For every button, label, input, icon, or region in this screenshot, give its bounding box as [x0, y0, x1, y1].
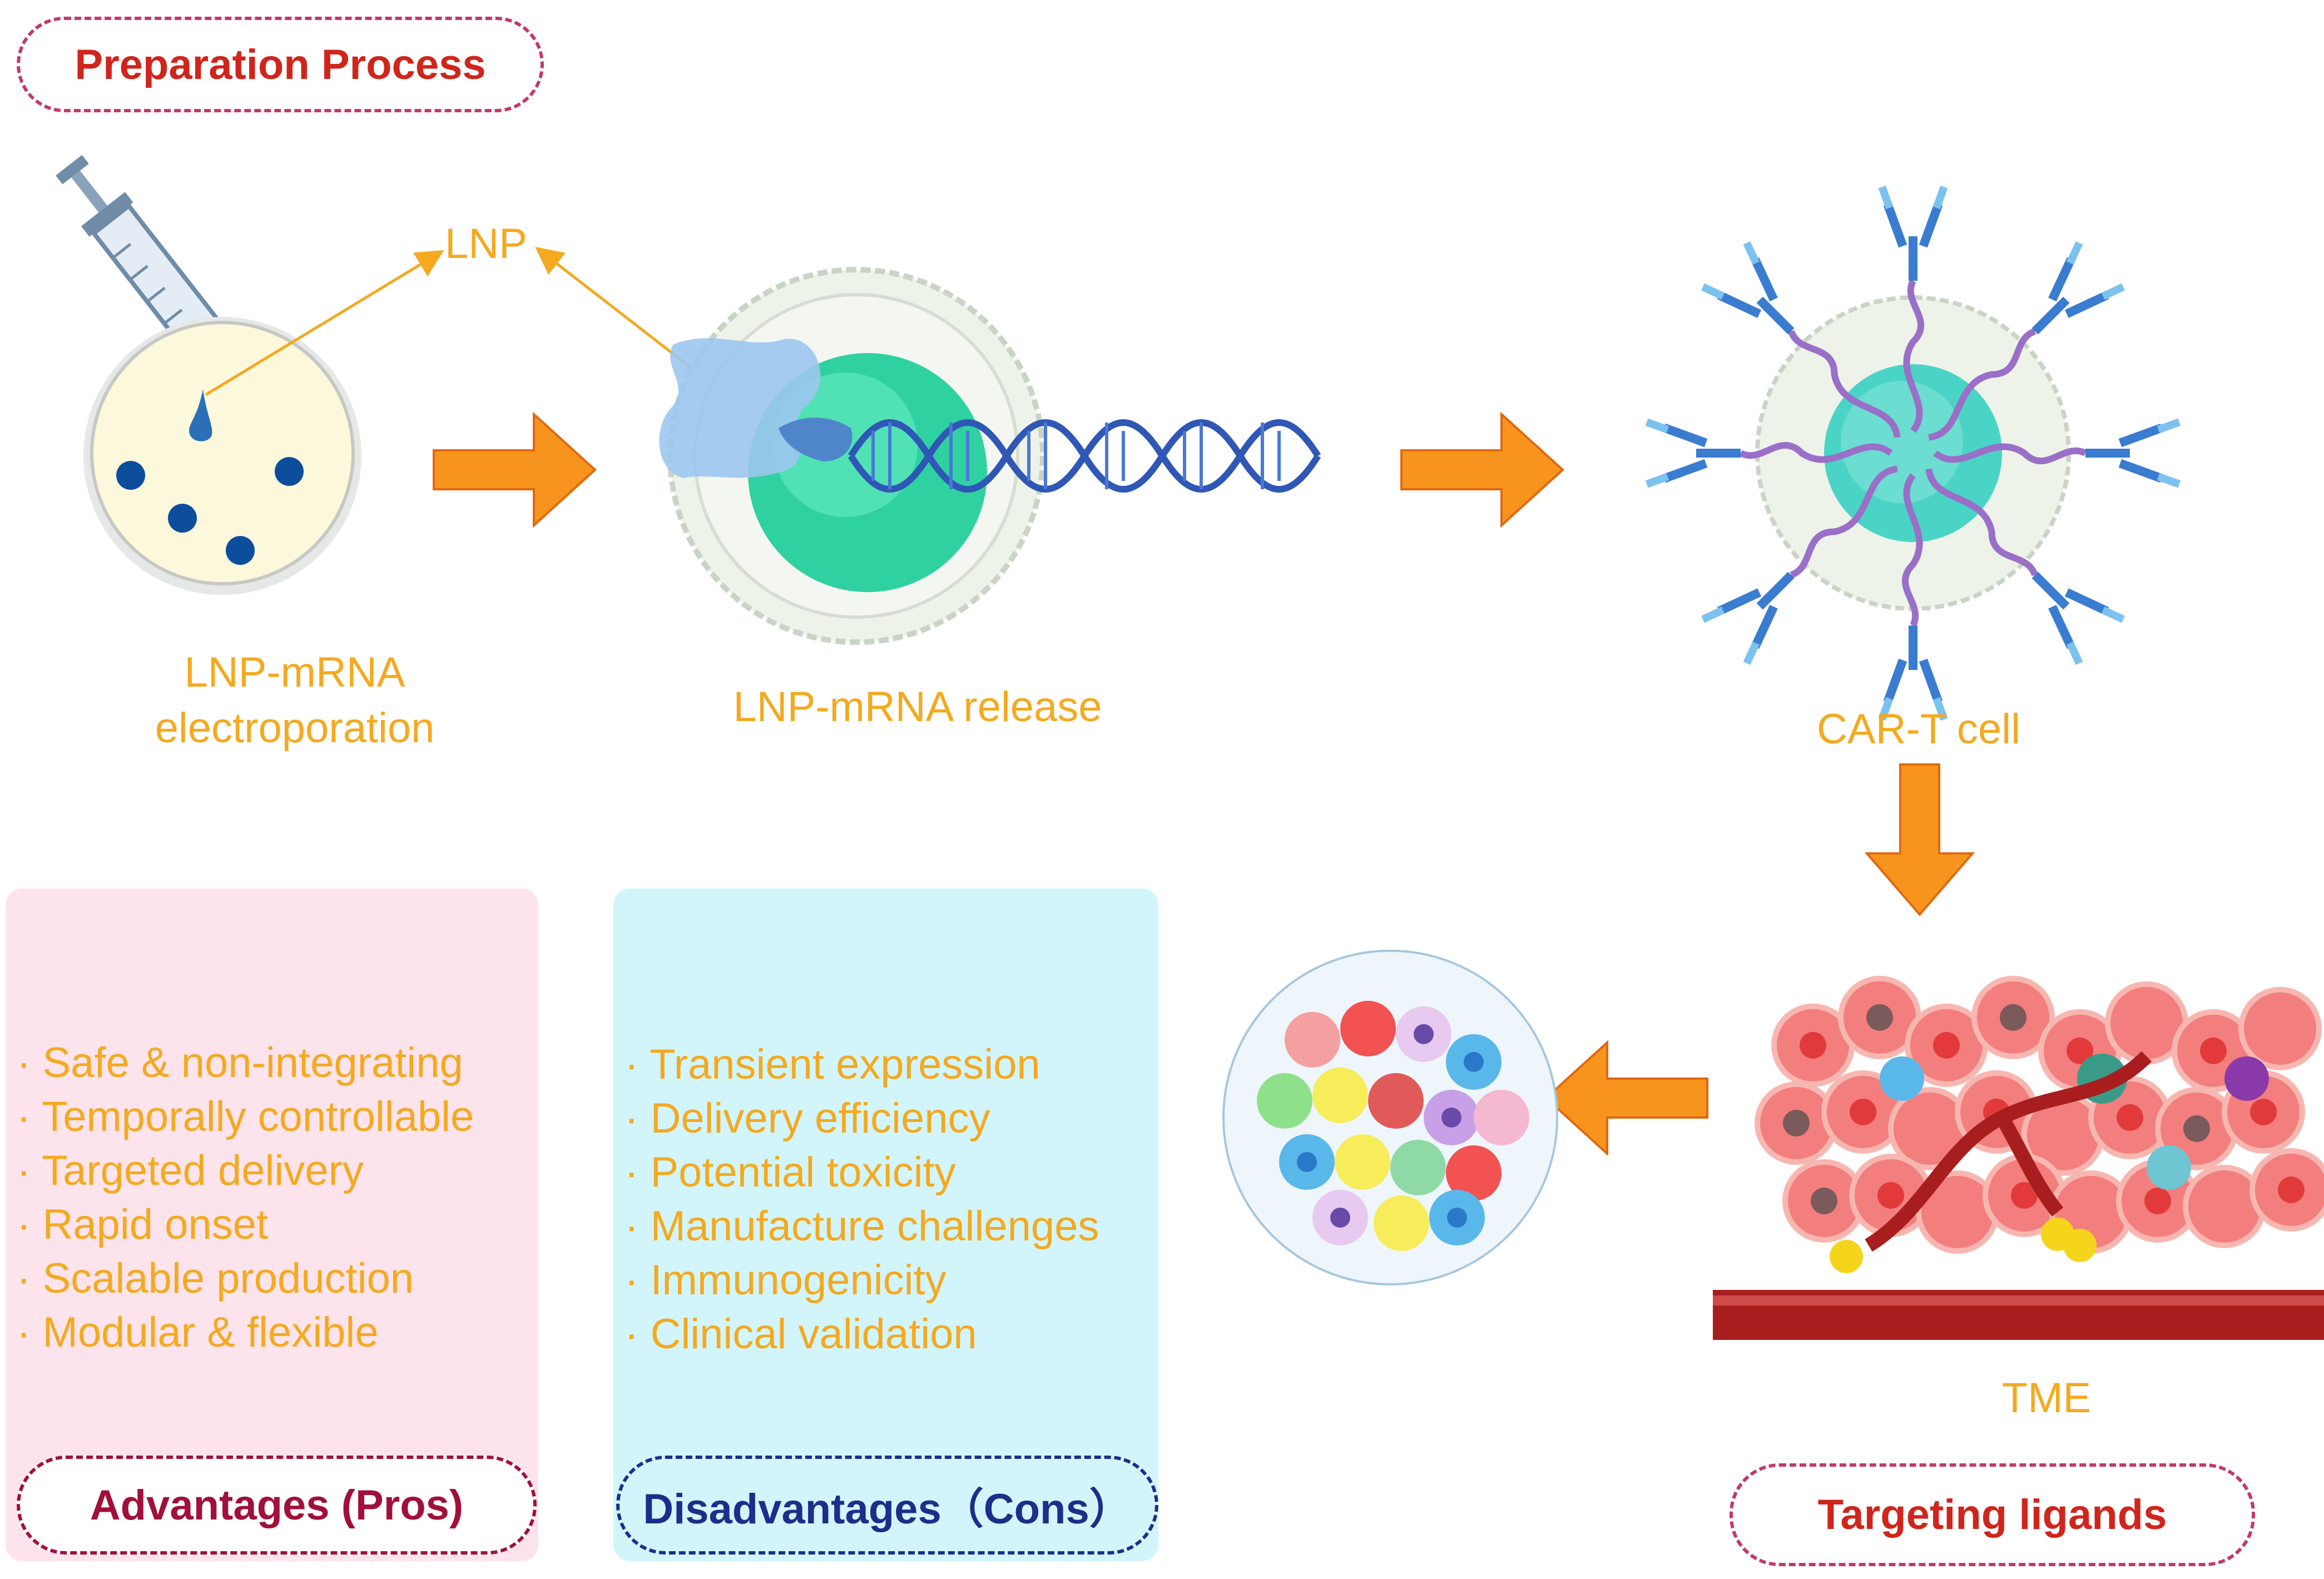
- cell-icon: [659, 267, 1321, 645]
- blood-vessel-icon: [1713, 1290, 2324, 1340]
- list-item: Temporally controllable: [17, 1090, 474, 1144]
- lnp-mrna-electroporation-caption: LNP-mRNA electroporation: [100, 645, 489, 756]
- caption-line-2: electroporation: [155, 704, 435, 752]
- car-t-cell-icon: [1663, 185, 2163, 706]
- advantages-list: Safe & non-integrating Temporally contro…: [17, 1036, 474, 1359]
- petri-dish-icon: [83, 317, 361, 595]
- list-item: Clinical validation: [625, 1307, 1099, 1361]
- list-item: Manufacture challenges: [625, 1199, 1099, 1253]
- process-arrow-left: [1544, 1040, 1708, 1156]
- targeting-ligands-label: Targeting ligands: [1730, 1463, 2255, 1566]
- list-item: Potential toxicity: [625, 1145, 1099, 1199]
- tumor-microenvironment-icon: [1713, 976, 2324, 1340]
- disadvantages-list: Transient expression Delivery efficiency…: [625, 1037, 1099, 1361]
- process-arrow-2: [1400, 411, 1564, 528]
- list-item: Rapid onset: [17, 1198, 474, 1252]
- list-item: Transient expression: [625, 1037, 1099, 1091]
- list-item: Scalable production: [17, 1252, 474, 1305]
- list-item: Immunogenicity: [625, 1253, 1099, 1307]
- advantages-panel: Safe & non-integrating Temporally contro…: [6, 888, 538, 1561]
- list-item: Delivery efficiency: [625, 1091, 1099, 1145]
- advantages-title: Advantages (Pros): [17, 1456, 537, 1555]
- list-item: Safe & non-integrating: [17, 1036, 474, 1090]
- dna-helix-icon: [848, 419, 1321, 493]
- lnp-mrna-release-caption: LNP-mRNA release: [733, 683, 1102, 731]
- lnp-label: LNP: [445, 220, 527, 267]
- caption-line-1: LNP-mRNA: [184, 649, 405, 696]
- list-item: Targeted delivery: [17, 1144, 474, 1198]
- disadvantages-title: Disadvantages（Cons）: [616, 1456, 1158, 1555]
- preparation-process-label: Preparation Process: [17, 17, 544, 112]
- car-t-cell-caption: CAR-T cell: [1817, 706, 2020, 753]
- process-arrow-1: [433, 411, 597, 528]
- list-item: Modular & flexible: [17, 1305, 474, 1359]
- tme-caption: TME: [2001, 1374, 2092, 1422]
- process-arrow-down: [1864, 763, 1975, 917]
- tumor-cluster-icon: [1222, 950, 1558, 1285]
- disadvantages-panel: Transient expression Delivery efficiency…: [613, 888, 1158, 1561]
